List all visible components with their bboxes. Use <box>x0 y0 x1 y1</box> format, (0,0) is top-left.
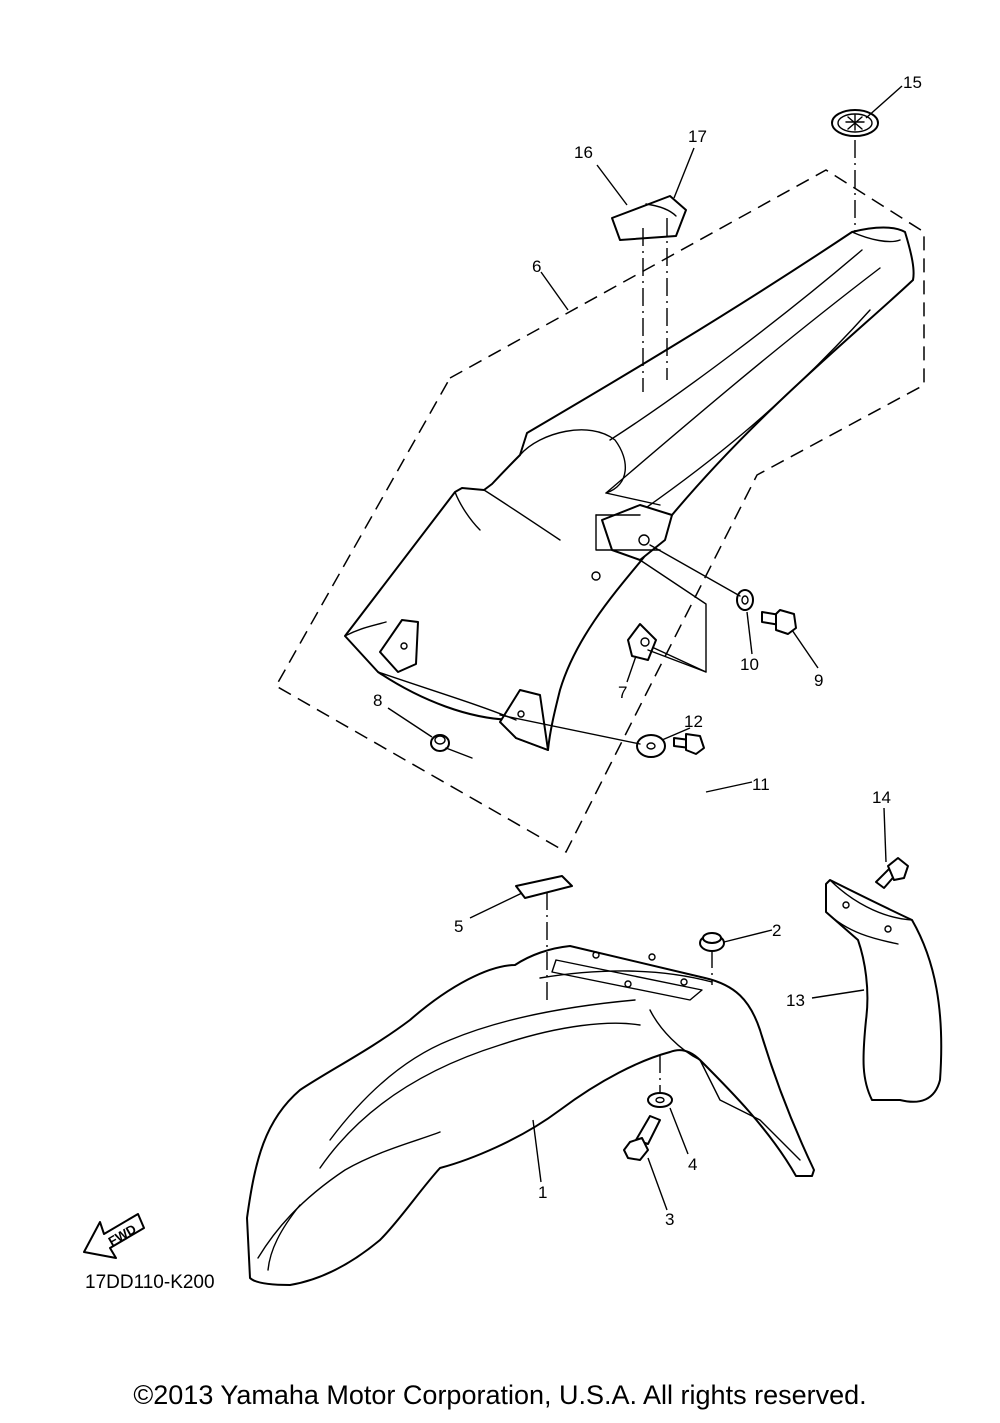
callout-15: 15 <box>903 73 922 92</box>
callout-4: 4 <box>688 1155 697 1174</box>
front-fender[interactable] <box>246 945 815 1286</box>
collar-8[interactable] <box>430 734 450 752</box>
callout-5: 5 <box>454 917 463 936</box>
fork-guard[interactable] <box>825 879 943 1103</box>
bolt-3[interactable] <box>623 1115 661 1161</box>
callout-7: 7 <box>618 683 627 702</box>
decal-5[interactable] <box>515 875 573 899</box>
rear-fender[interactable] <box>344 226 915 751</box>
callout-16: 16 <box>574 143 593 162</box>
callout-3: 3 <box>665 1210 674 1229</box>
washer-4[interactable] <box>647 1092 673 1108</box>
callout-1: 1 <box>538 1183 547 1202</box>
leader-lines <box>387 85 903 1211</box>
copyright-notice: ©2013 Yamaha Motor Corporation, U.S.A. A… <box>133 1380 867 1410</box>
callout-17: 17 <box>688 127 707 146</box>
grommet-2[interactable] <box>699 932 725 952</box>
callout-8: 8 <box>373 691 382 710</box>
screw-14[interactable] <box>875 857 909 889</box>
decal-16-17[interactable] <box>611 195 687 241</box>
callout-9: 9 <box>814 671 823 690</box>
clip-nut-7[interactable] <box>627 623 657 661</box>
callout-2: 2 <box>772 921 781 940</box>
diagram-code: 17DD110-K200 <box>85 1272 215 1293</box>
callout-11: 11 <box>752 775 770 794</box>
callout-14: 14 <box>872 788 891 807</box>
washer-10[interactable] <box>736 589 754 611</box>
rear-fender-assembly-outline <box>274 169 925 854</box>
callout-12: 12 <box>684 712 703 731</box>
forward-arrow-icon: FWD <box>83 1213 145 1259</box>
callout-6: 6 <box>532 257 541 276</box>
washer-12[interactable] <box>636 734 666 758</box>
callout-13: 13 <box>786 991 805 1010</box>
callout-10: 10 <box>740 655 759 674</box>
bolt-9[interactable] <box>761 609 797 635</box>
bolt-11[interactable] <box>673 733 705 755</box>
emblem-15[interactable] <box>831 109 879 137</box>
